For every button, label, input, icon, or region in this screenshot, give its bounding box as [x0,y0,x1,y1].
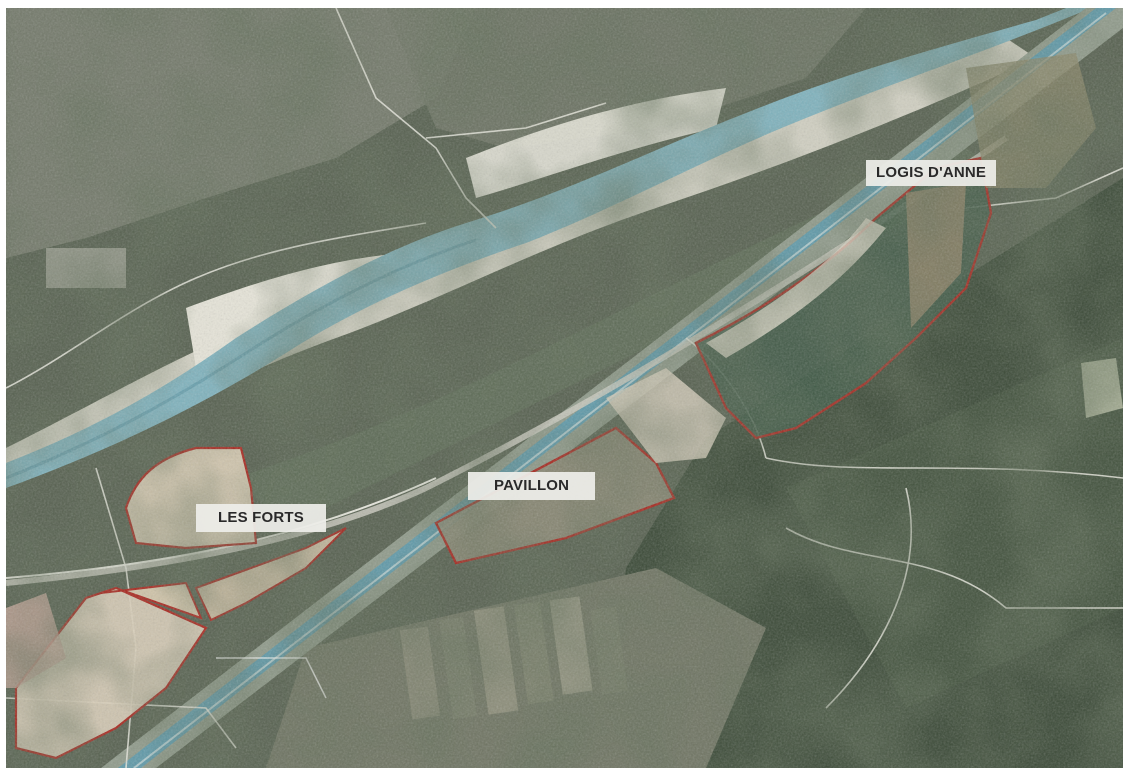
aerial-photo [6,8,1123,768]
label-pavillon: PAVILLON [468,472,596,500]
grain-overlay [6,8,1123,768]
label-les-forts: LES FORTS [196,504,326,532]
label-logis-danne: LOGIS D'ANNE [866,160,997,186]
aerial-map: LOGIS D'ANNE PAVILLON LES FORTS [6,8,1123,768]
